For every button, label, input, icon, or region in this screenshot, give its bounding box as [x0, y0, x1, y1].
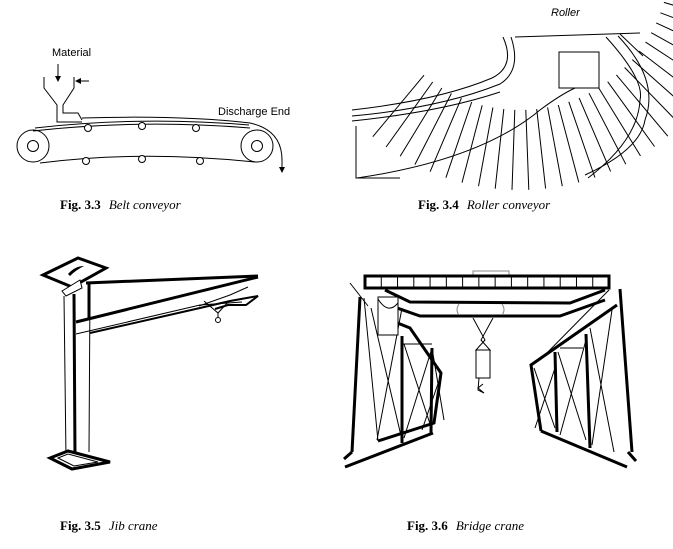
roller [660, 12, 673, 19]
roller [478, 107, 494, 187]
roller [598, 87, 641, 157]
roller [631, 59, 673, 97]
roller [372, 74, 425, 138]
roller [511, 109, 516, 190]
roller-box [558, 51, 600, 89]
end-pulley-right [240, 129, 274, 163]
inner-rail [351, 36, 516, 122]
center-guide [356, 87, 576, 179]
roller [655, 22, 673, 32]
left-leg-truss [343, 282, 445, 469]
fig-caption: Jib crane [109, 518, 158, 533]
roller [588, 92, 627, 165]
roller [616, 74, 669, 137]
roller [638, 50, 673, 78]
roller [414, 93, 452, 165]
jib-base [46, 449, 111, 471]
roller [429, 97, 462, 172]
roller [525, 109, 530, 190]
roller [607, 81, 655, 147]
bridge-girder [363, 274, 611, 290]
roller-conveyor-figure: Roller Fig. 3.4 Roller conveyor [351, 1, 673, 213]
hook-block [472, 317, 494, 394]
right-leg-truss [529, 288, 638, 469]
bridge-crane-figure: Fig. 3.6 Bridge crane [343, 270, 638, 534]
fig-number: Fig. 3.6 [407, 518, 448, 533]
roller [645, 41, 673, 61]
roller [578, 97, 612, 172]
roller [650, 32, 673, 46]
roller [461, 105, 483, 183]
roller [557, 104, 580, 183]
caption-fig-3-4: Fig. 3.4 Roller conveyor [418, 196, 551, 213]
discharge-end-label: Discharge End [218, 106, 290, 118]
fig-caption: Roller conveyor [466, 197, 551, 212]
fig-number: Fig. 3.3 [60, 197, 101, 212]
rail-end [355, 126, 400, 179]
caption-fig-3-6: Fig. 3.6 Bridge crane [407, 517, 524, 534]
fig-caption: Bridge crane [456, 518, 524, 533]
roller [568, 101, 596, 178]
rollers [372, 1, 673, 190]
roller [399, 87, 443, 157]
roller [663, 1, 673, 6]
roller [494, 109, 505, 189]
jib-boom [75, 274, 259, 335]
roller [385, 81, 434, 148]
idler-rollers [82, 122, 204, 165]
jib-crane-figure: Fig. 3.5 Jib crane [39, 256, 259, 534]
trolley [456, 303, 505, 316]
hoist-hook [203, 300, 229, 323]
fig-number: Fig. 3.5 [60, 518, 101, 533]
fig-number: Fig. 3.4 [418, 197, 459, 212]
roller-label: Roller [551, 7, 581, 19]
end-pulley-left [16, 129, 50, 163]
roller [445, 101, 473, 178]
jib-mast [61, 279, 91, 459]
fig-caption: Belt conveyor [109, 197, 182, 212]
belt-conveyor-figure: Material Discharge End [16, 47, 290, 213]
roller [547, 107, 563, 187]
material-label: Material [52, 47, 91, 59]
lower-girder [379, 288, 606, 318]
caption-fig-3-5: Fig. 3.5 Jib crane [60, 517, 158, 534]
roller [536, 109, 547, 189]
jib-top-cap [39, 256, 110, 289]
outer-rail [514, 32, 650, 179]
roller [624, 67, 673, 119]
caption-fig-3-3: Fig. 3.3 Belt conveyor [60, 196, 182, 213]
hopper [43, 77, 83, 123]
